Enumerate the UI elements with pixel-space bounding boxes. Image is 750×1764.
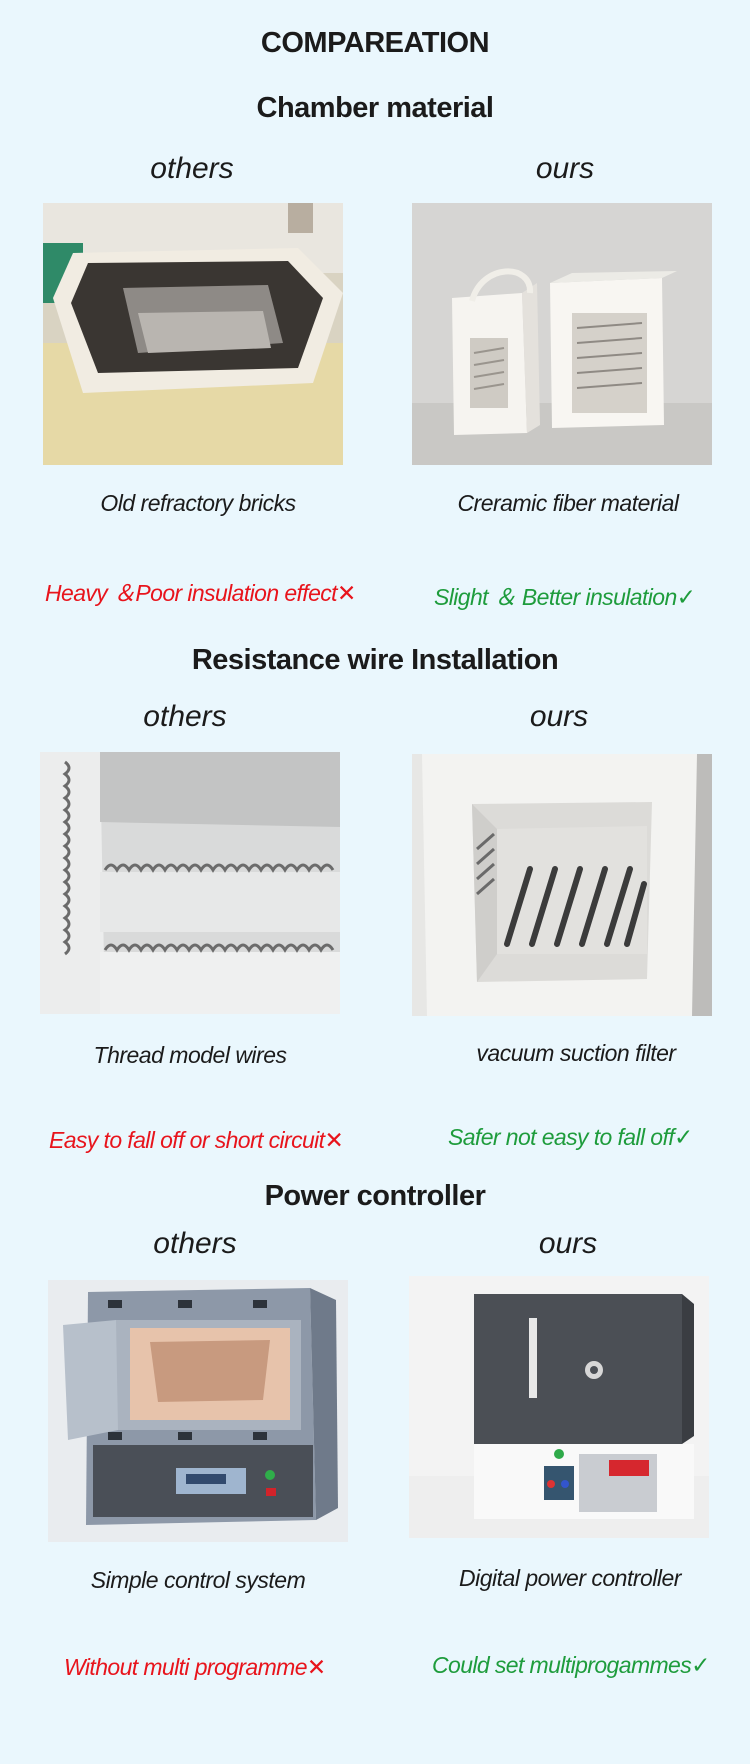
section-title-chamber-material: Chamber material <box>256 92 495 124</box>
caption-old-refractory-bricks: Old refractory bricks <box>100 490 296 516</box>
digital-controller-furnace-photo <box>409 1276 709 1538</box>
caption-digital-power-controller: Digital power controller <box>459 1565 681 1591</box>
others-label: others <box>143 700 227 733</box>
old-refractory-brick-chamber-photo <box>43 203 343 465</box>
caption-simple-control-system: Simple control system <box>90 1567 306 1593</box>
ours-label: ours <box>535 152 595 185</box>
ours-label: ours <box>529 700 589 733</box>
verdict-positive-chamber: Slight ＆ Better insulation✓ <box>434 584 696 610</box>
caption-vacuum-suction-filter: vacuum suction filter <box>476 1040 676 1066</box>
caption-thread-model-wires: Thread model wires <box>93 1042 287 1068</box>
others-label: others <box>150 152 234 185</box>
others-label: others <box>153 1227 237 1260</box>
simple-control-furnace-photo <box>48 1280 348 1542</box>
verdict-negative-controller: Without multi programme✕ <box>64 1654 326 1680</box>
verdict-negative-chamber: Heavy ＆Poor insulation effect✕ <box>45 580 356 606</box>
section-title-resistance-wire: Resistance wire Installation <box>191 644 559 676</box>
thread-model-wires-photo <box>40 752 340 1014</box>
ceramic-fiber-chamber-photo <box>412 203 712 465</box>
caption-ceramic-fiber-material: Creramic fiber material <box>457 490 679 516</box>
verdict-negative-wire: Easy to fall off or short circuit✕ <box>49 1127 344 1153</box>
ours-label: ours <box>538 1227 598 1260</box>
vacuum-suction-filter-photo <box>412 754 712 1016</box>
section-title-power-controller: Power controller <box>264 1180 486 1212</box>
verdict-positive-controller: Could set multiprogammes✓ <box>432 1652 710 1678</box>
page-title: COMPAREATION <box>260 27 490 59</box>
verdict-positive-wire: Safer not easy to fall off✓ <box>448 1124 693 1150</box>
